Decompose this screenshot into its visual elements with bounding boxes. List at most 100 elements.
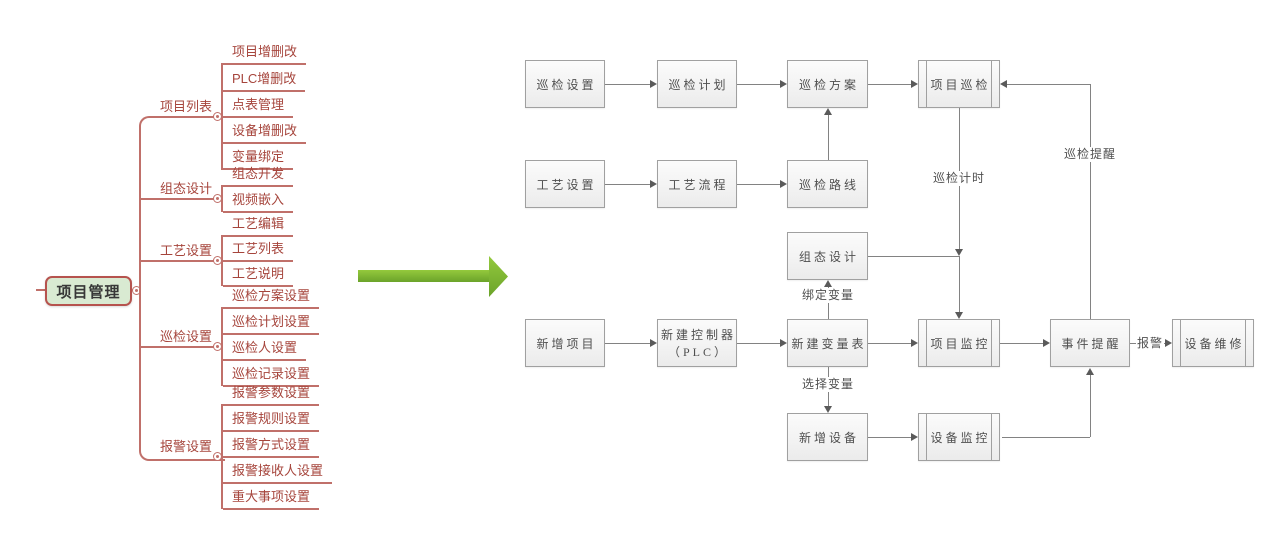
arrowhead-right-icon — [1043, 339, 1050, 347]
flow-node-equipment-monitoring[interactable]: 设备监控 — [918, 413, 1000, 461]
flow-node-process-settings[interactable]: 工艺设置 — [525, 160, 605, 208]
flow-node-inspection-scheme[interactable]: 巡检方案 — [787, 60, 868, 108]
arrowhead-down-icon — [955, 312, 963, 319]
mindmap-item[interactable]: 巡检记录设置 — [223, 365, 320, 387]
edge-monitoring-event-line — [1000, 343, 1043, 344]
flow-node-label: 项目巡检 — [930, 77, 991, 92]
mindmap-item[interactable]: 视频嵌入 — [223, 191, 294, 213]
flow-node-process-flow[interactable]: 工艺流程 — [657, 160, 737, 208]
edge-configdesign-junction-line — [868, 256, 959, 257]
mindmap-item[interactable]: 点表管理 — [223, 96, 294, 118]
flow-node-project-inspection[interactable]: 项目巡检 — [918, 60, 1000, 108]
edge-procset-procflow-line — [605, 184, 650, 185]
mindmap-item[interactable]: 工艺编辑 — [223, 215, 294, 237]
edge-label-bind-variable: 绑定变量 — [798, 288, 858, 303]
mindmap-item[interactable]: 报警接收人设置 — [223, 462, 333, 484]
root-tail-line — [36, 289, 45, 291]
edge-newproject-controller-line — [605, 343, 650, 344]
mindmap-trunk — [139, 116, 225, 461]
edge-controller-vartable-line — [737, 343, 780, 344]
arrowhead-up-icon — [824, 280, 832, 287]
mindmap-item[interactable]: 设备增删改 — [223, 122, 307, 144]
mindmap-item[interactable]: 巡检方案设置 — [223, 287, 320, 309]
bracket-inspection-settings — [221, 307, 223, 386]
flow-node-configuration-design[interactable]: 组态设计 — [787, 232, 868, 280]
flow-node-label: 项目监控 — [930, 336, 991, 351]
flow-node-project-monitoring[interactable]: 项目监控 — [918, 319, 1000, 367]
arrowhead-right-icon — [911, 339, 918, 347]
mindmap-item[interactable]: 项目增删改 — [223, 43, 307, 65]
flow-node-label: 巡检路线 — [798, 177, 859, 192]
mindmap-item[interactable]: 巡检计划设置 — [223, 313, 320, 335]
edge-label-alarm: 报警 — [1136, 336, 1164, 351]
edge-inspection-reminder-vline — [1090, 84, 1091, 319]
flow-node-new-controller-plc[interactable]: 新建控制器 （PLC） — [657, 319, 737, 367]
mindmap-item[interactable]: 工艺列表 — [223, 240, 294, 262]
flow-node-label: 新增设备 — [798, 430, 859, 445]
flow-node-equipment-maintenance[interactable]: 设备维修 — [1172, 319, 1254, 367]
flow-node-label: 事件提醒 — [1061, 336, 1122, 351]
branch-label-process-settings[interactable]: 工艺设置 — [159, 243, 212, 258]
arrowhead-right-icon — [1165, 339, 1172, 347]
arrowhead-down-icon — [824, 406, 832, 413]
edge-eqmonitoring-event-vline — [1090, 375, 1091, 437]
flow-node-event-reminder[interactable]: 事件提醒 — [1050, 319, 1130, 367]
flow-node-label: 设备监控 — [930, 430, 991, 445]
edge-route-scheme-line — [828, 115, 829, 160]
arrowhead-right-icon — [650, 339, 657, 347]
branch-line-process-settings — [139, 260, 223, 262]
green-arrow-shaft — [358, 270, 489, 282]
branch-label-config-design[interactable]: 组态设计 — [159, 181, 212, 196]
edge-settings-plan-line — [605, 84, 650, 85]
green-arrow-head — [489, 256, 508, 297]
mindmap-item[interactable]: 工艺说明 — [223, 265, 294, 287]
edge-procflow-route-line — [737, 184, 780, 185]
flow-node-inspection-plan[interactable]: 巡检计划 — [657, 60, 737, 108]
mindmap-item[interactable]: 巡检人设置 — [223, 339, 307, 361]
branch-label-alarm-settings[interactable]: 报警设置 — [159, 439, 212, 454]
mindmap-item[interactable]: 报警规则设置 — [223, 410, 320, 432]
edge-eqmonitoring-event-hline — [1002, 437, 1090, 438]
arrowhead-right-icon — [650, 80, 657, 88]
bracket-process-settings — [221, 235, 223, 286]
mindmap-item[interactable]: 重大事项设置 — [223, 488, 320, 510]
mindmap-item[interactable]: 组态开发 — [223, 165, 294, 187]
branch-label-project-list[interactable]: 项目列表 — [159, 99, 212, 114]
mindmap-item[interactable]: 变量绑定 — [223, 148, 294, 170]
flow-node-new-equipment[interactable]: 新增设备 — [787, 413, 868, 461]
edge-junction-monitoring-line — [959, 256, 960, 312]
mindmap-item[interactable]: PLC增删改 — [223, 70, 306, 92]
mindmap-item[interactable]: 报警参数设置 — [223, 384, 320, 406]
bracket-alarm-settings — [221, 404, 223, 509]
branch-label-inspection-settings[interactable]: 巡检设置 — [159, 329, 212, 344]
arrowhead-left-icon — [1000, 80, 1007, 88]
edge-inspection-reminder-hline — [1007, 84, 1090, 85]
flow-node-inspection-route[interactable]: 巡检路线 — [787, 160, 868, 208]
arrowhead-up-icon — [824, 108, 832, 115]
mindmap-root[interactable]: 项目管理 — [45, 276, 132, 306]
mindmap-item[interactable]: 报警方式设置 — [223, 436, 320, 458]
flow-node-new-project[interactable]: 新增项目 — [525, 319, 605, 367]
arrowhead-right-icon — [780, 80, 787, 88]
edge-newequipment-eqmonitoring-line — [868, 437, 911, 438]
edge-scheme-inspection-line — [868, 84, 911, 85]
arrowhead-right-icon — [780, 180, 787, 188]
flow-node-label: 巡检方案 — [798, 77, 859, 92]
flow-node-label: 巡检计划 — [668, 77, 729, 92]
branch-line-config-design — [139, 198, 223, 200]
arrowhead-up-icon — [1086, 368, 1094, 375]
bracket-config-design — [221, 185, 223, 212]
arrowhead-right-icon — [780, 339, 787, 347]
edge-label-inspection-timing: 巡检计时 — [929, 171, 989, 186]
arrowhead-right-icon — [650, 180, 657, 188]
flow-node-inspection-settings[interactable]: 巡检设置 — [525, 60, 605, 108]
branch-line-inspection-settings — [139, 346, 223, 348]
edge-label-select-variable: 选择变量 — [798, 377, 858, 392]
flow-node-label: 工艺设置 — [536, 177, 597, 192]
flow-node-new-variable-table[interactable]: 新建变量表 — [787, 319, 868, 367]
bracket-project-list — [221, 63, 223, 170]
flow-node-label-line2: （PLC） — [667, 345, 729, 359]
arrowhead-down-icon — [955, 249, 963, 256]
arrowhead-right-icon — [911, 80, 918, 88]
edge-bind-variable-line — [828, 287, 829, 319]
